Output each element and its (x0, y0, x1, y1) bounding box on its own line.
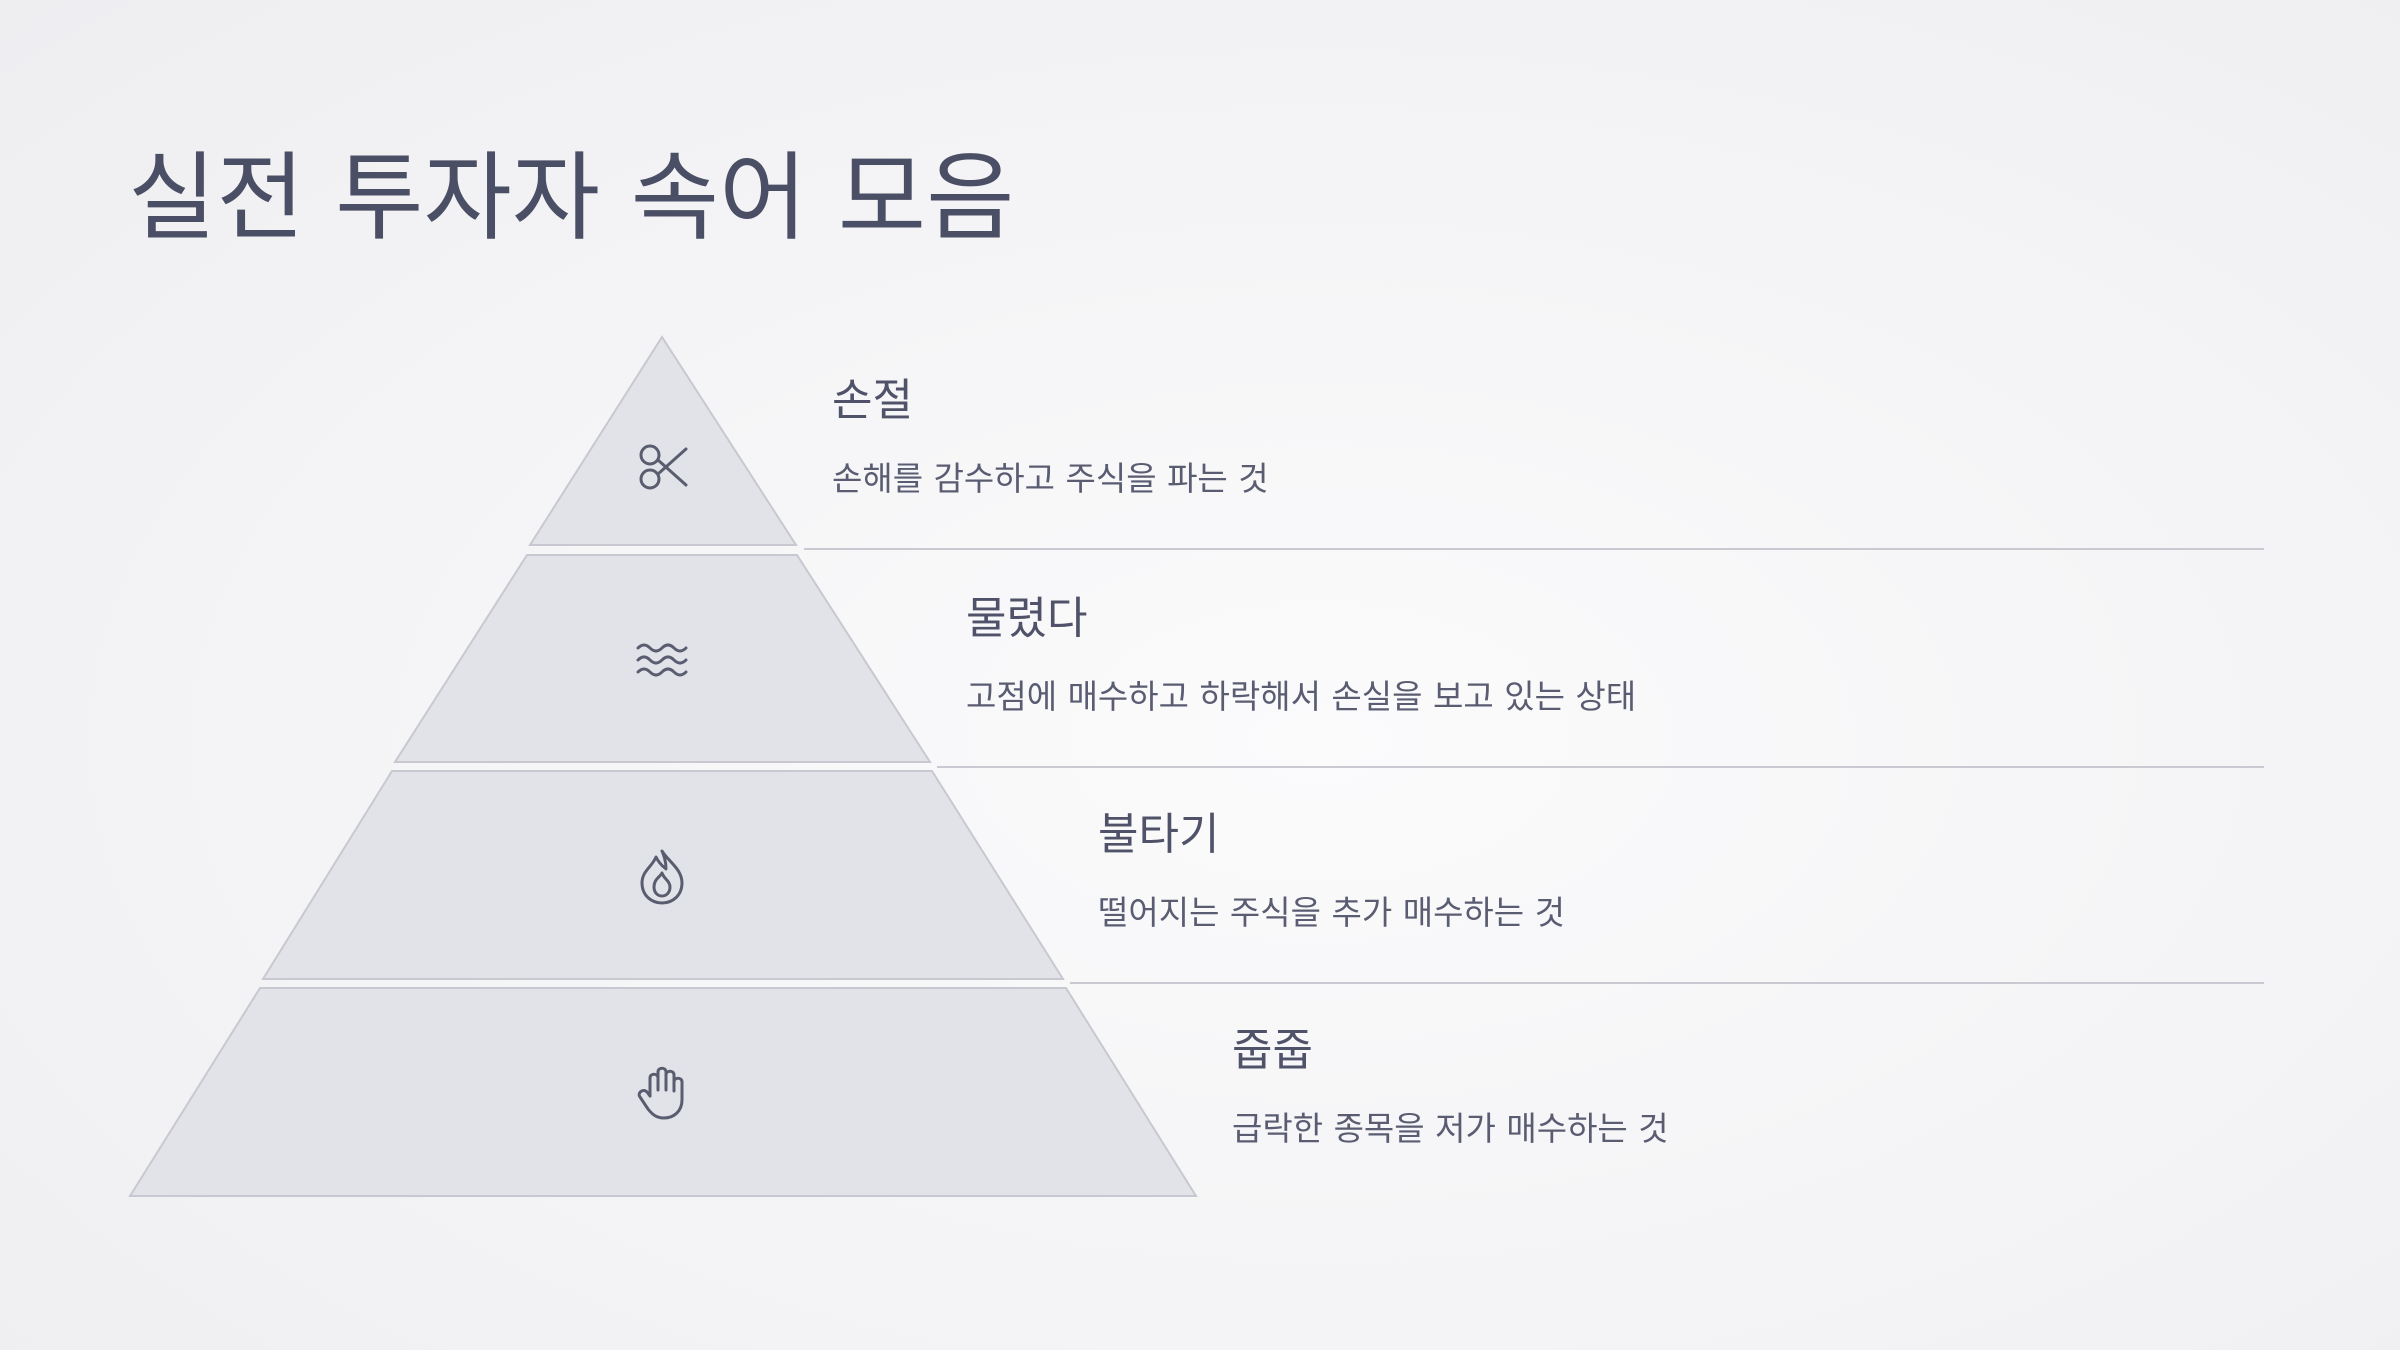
page-title: 실전 투자자 속어 모음 (128, 142, 1015, 254)
pyramid-tier-1 (528, 335, 2264, 550)
tier-4-title: 줍줍 (1232, 1025, 1313, 1076)
scissors-icon (639, 444, 688, 490)
tier-3-title: 불타기 (1098, 809, 1220, 860)
waves-icon (636, 643, 688, 677)
tier-2-title: 물렸다 (966, 593, 1088, 644)
pyramid-tier-4 (128, 987, 1198, 1197)
tier-4-description: 급락한 종목을 저가 매수하는 것 (1232, 1109, 1669, 1148)
tier-1-description: 손해를 감수하고 주식을 파는 것 (832, 459, 1269, 498)
pyramid-tier-3 (261, 770, 2264, 984)
tier-1-title: 손절 (832, 375, 913, 426)
hand-icon (637, 1066, 684, 1120)
tier-2-description: 고점에 매수하고 하락해서 손실을 보고 있는 상태 (966, 677, 1637, 716)
tier-3-description: 떨어지는 주식을 추가 매수하는 것 (1098, 893, 1565, 932)
flame-icon (640, 849, 684, 905)
